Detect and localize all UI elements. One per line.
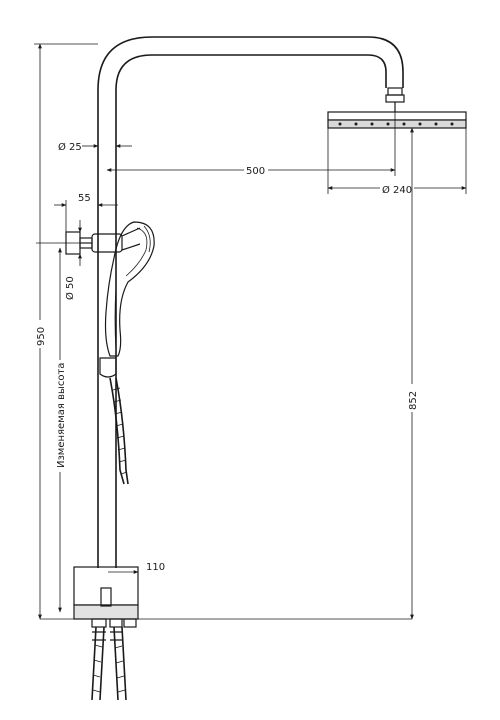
dim-total-height: 950 — [33, 43, 98, 620]
mixer-width-label: 110 — [146, 562, 165, 573]
dim-holder-offset: 55 — [54, 193, 118, 232]
mixer-body — [73, 566, 139, 620]
dim-holder-diameter: Ø 50 — [36, 220, 82, 300]
shower-hose — [109, 377, 129, 485]
variable-height-label: Изменяемая высота — [56, 363, 67, 468]
dim-variable-height: Изменяемая высота — [53, 247, 67, 613]
dim-head-height: 852 — [405, 127, 419, 620]
hose-clip — [99, 357, 117, 378]
holder-diameter-label: Ø 50 — [64, 276, 76, 300]
holder-offset-label: 55 — [78, 193, 91, 204]
dim-mixer-width: 110 — [108, 562, 165, 574]
head-connector — [385, 87, 405, 112]
head-diameter-label: Ø 240 — [382, 184, 412, 196]
overhead-arm — [97, 36, 404, 91]
dim-arm-length: 500 — [106, 112, 396, 177]
hand-shower-holder — [79, 227, 141, 253]
inlet-hoses — [91, 626, 127, 701]
head-height-label: 852 — [408, 391, 419, 410]
overhead-shower-head — [327, 111, 467, 129]
pipe-diameter-label: Ø 25 — [58, 141, 82, 153]
hand-shower — [104, 221, 155, 357]
dim-pipe-diameter: Ø 25 — [58, 141, 132, 153]
riser-pipe — [97, 90, 117, 568]
dim-head-diameter: Ø 240 — [327, 128, 467, 196]
nozzle-row — [338, 122, 454, 126]
arm-length-label: 500 — [246, 166, 265, 177]
total-height-label: 950 — [36, 327, 47, 346]
